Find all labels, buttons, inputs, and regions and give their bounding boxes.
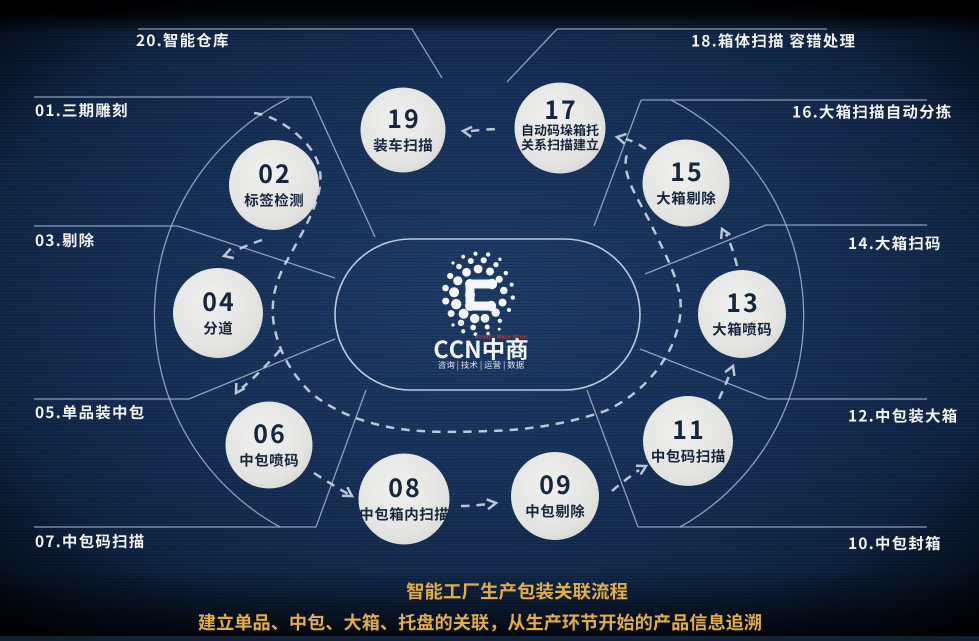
svg-text:Always Make More: Always Make More — [475, 335, 527, 341]
